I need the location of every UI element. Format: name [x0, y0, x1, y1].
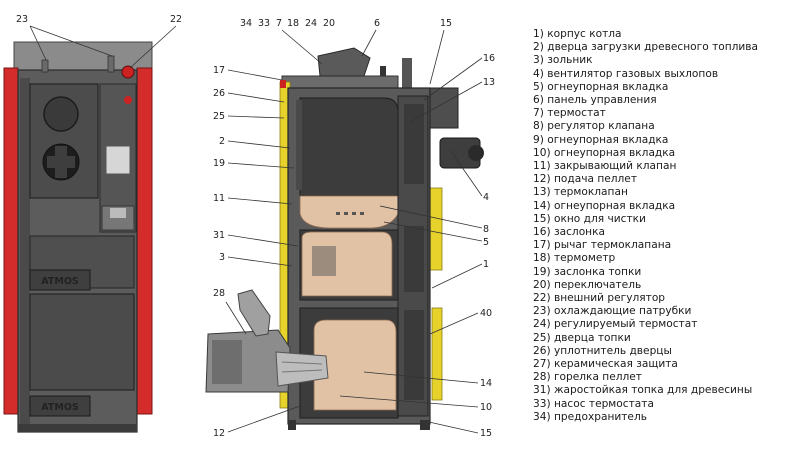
lower-refractory: [313, 319, 397, 411]
pellet-burner: [205, 289, 329, 393]
right-red-panel: [136, 67, 153, 415]
callout-28: 28: [213, 288, 225, 299]
cooling-pipe-right: [107, 55, 115, 73]
callout-4: 4: [483, 192, 489, 203]
legend-item: 11) закрывающий клапан: [533, 160, 677, 173]
brand-label-top: ATMOS: [41, 276, 79, 287]
external-regulator: [121, 65, 135, 79]
legend-item: 18) термометр: [533, 252, 616, 265]
section-view: 34 33 7 18 24 20 6 17 26 25 2 19 11 31 3…: [205, 18, 495, 439]
left-red-panel: [3, 67, 19, 415]
legend-item: 8) регулятор клапана: [533, 120, 655, 133]
callout-23: 23: [16, 14, 28, 25]
legend-item: 7) термостат: [533, 107, 606, 120]
legend-item: 14) огнеупорная вкладка: [533, 199, 676, 212]
callout-18: 18: [287, 18, 299, 29]
front-plate-bottom: [29, 395, 91, 417]
legend-item: 23) охлаждающие патрубки: [533, 305, 692, 318]
boiler-diagram: ATMOS ATMOS 23 22: [3, 14, 495, 439]
lower-door: [29, 293, 135, 391]
legend-item: 4) вентилятор газовых выхлопов: [533, 67, 719, 80]
front-view: ATMOS ATMOS 23 22: [3, 14, 182, 433]
callout-34: 34: [240, 18, 252, 29]
legend-item: 20) переключатель: [533, 278, 642, 291]
callout-14: 14: [480, 378, 492, 389]
callout-7: 7: [276, 18, 282, 29]
legend-item: 24) регулируемый термостат: [533, 318, 698, 331]
cooling-pipe-left: [41, 59, 49, 73]
legend-item: 9) огнеупорная вкладка: [533, 133, 669, 146]
legend-item: 2) дверца загрузки древесного топлива: [533, 41, 759, 54]
legend-item: 31) жаростойкая топка для древесины: [533, 384, 753, 397]
legend-item: 17) рычаг термоклапана: [533, 239, 672, 252]
callout-31: 31: [213, 230, 225, 241]
legend-item: 15) окно для чистки: [533, 212, 646, 225]
callout-5: 5: [483, 237, 489, 248]
callout-12: 12: [213, 428, 225, 439]
legend-item: 16) заслонка: [533, 226, 605, 239]
refractory-nozzle: [299, 195, 399, 229]
callout-22: 22: [170, 14, 182, 25]
legend-item: 12) подача пеллет: [533, 173, 637, 186]
callout-25: 25: [213, 111, 225, 122]
callout-26: 26: [213, 88, 225, 99]
callout-24: 24: [305, 18, 317, 29]
callout-6: 6: [374, 18, 380, 29]
legend-item: 27) керамическая защита: [533, 358, 678, 371]
callout-11: 11: [213, 193, 225, 204]
front-plate-top: [29, 269, 91, 291]
legend-item: 13) термоклапан: [533, 186, 628, 199]
callout-8: 8: [483, 224, 489, 235]
legend-item: 25) дверца топки: [533, 331, 631, 344]
legend-item: 33) насос термостата: [533, 397, 654, 410]
legend-item: 19) заслонка топки: [533, 265, 642, 278]
legend-item: 1) корпус котла: [533, 28, 622, 40]
callout-2: 2: [219, 136, 225, 147]
legend-item: 5) огнеупорная вкладка: [533, 80, 669, 93]
callout-40: 40: [480, 308, 492, 319]
callout-10: 10: [480, 402, 492, 413]
callout-19: 19: [213, 158, 225, 169]
upper-wood-chamber: [299, 97, 399, 197]
legend-item: 10) огнеупорная вкладка: [533, 146, 676, 159]
legend-item: 22) внешний регулятор: [533, 292, 666, 305]
callout-20: 20: [323, 18, 335, 29]
callout-15-bottom: 15: [480, 428, 492, 439]
inspection-port: [43, 96, 79, 132]
control-panel: [105, 145, 131, 175]
callout-1: 1: [483, 259, 489, 270]
callout-3: 3: [219, 252, 225, 263]
callout-17: 17: [213, 65, 225, 76]
callout-15-top: 15: [440, 18, 452, 29]
callout-16: 16: [483, 53, 495, 64]
legend-item: 6) панель управления: [533, 94, 657, 107]
brand-label-bottom: ATMOS: [41, 402, 79, 413]
callout-13: 13: [483, 77, 495, 88]
control-housing: [317, 47, 371, 77]
legend-item: 34) предохранитель: [533, 410, 647, 423]
callout-33: 33: [258, 18, 270, 29]
legend-item: 26) уплотнитель дверцы: [533, 344, 672, 357]
legend-item: 3) зольник: [533, 54, 593, 67]
legend-item: 28) горелка пеллет: [533, 371, 642, 384]
